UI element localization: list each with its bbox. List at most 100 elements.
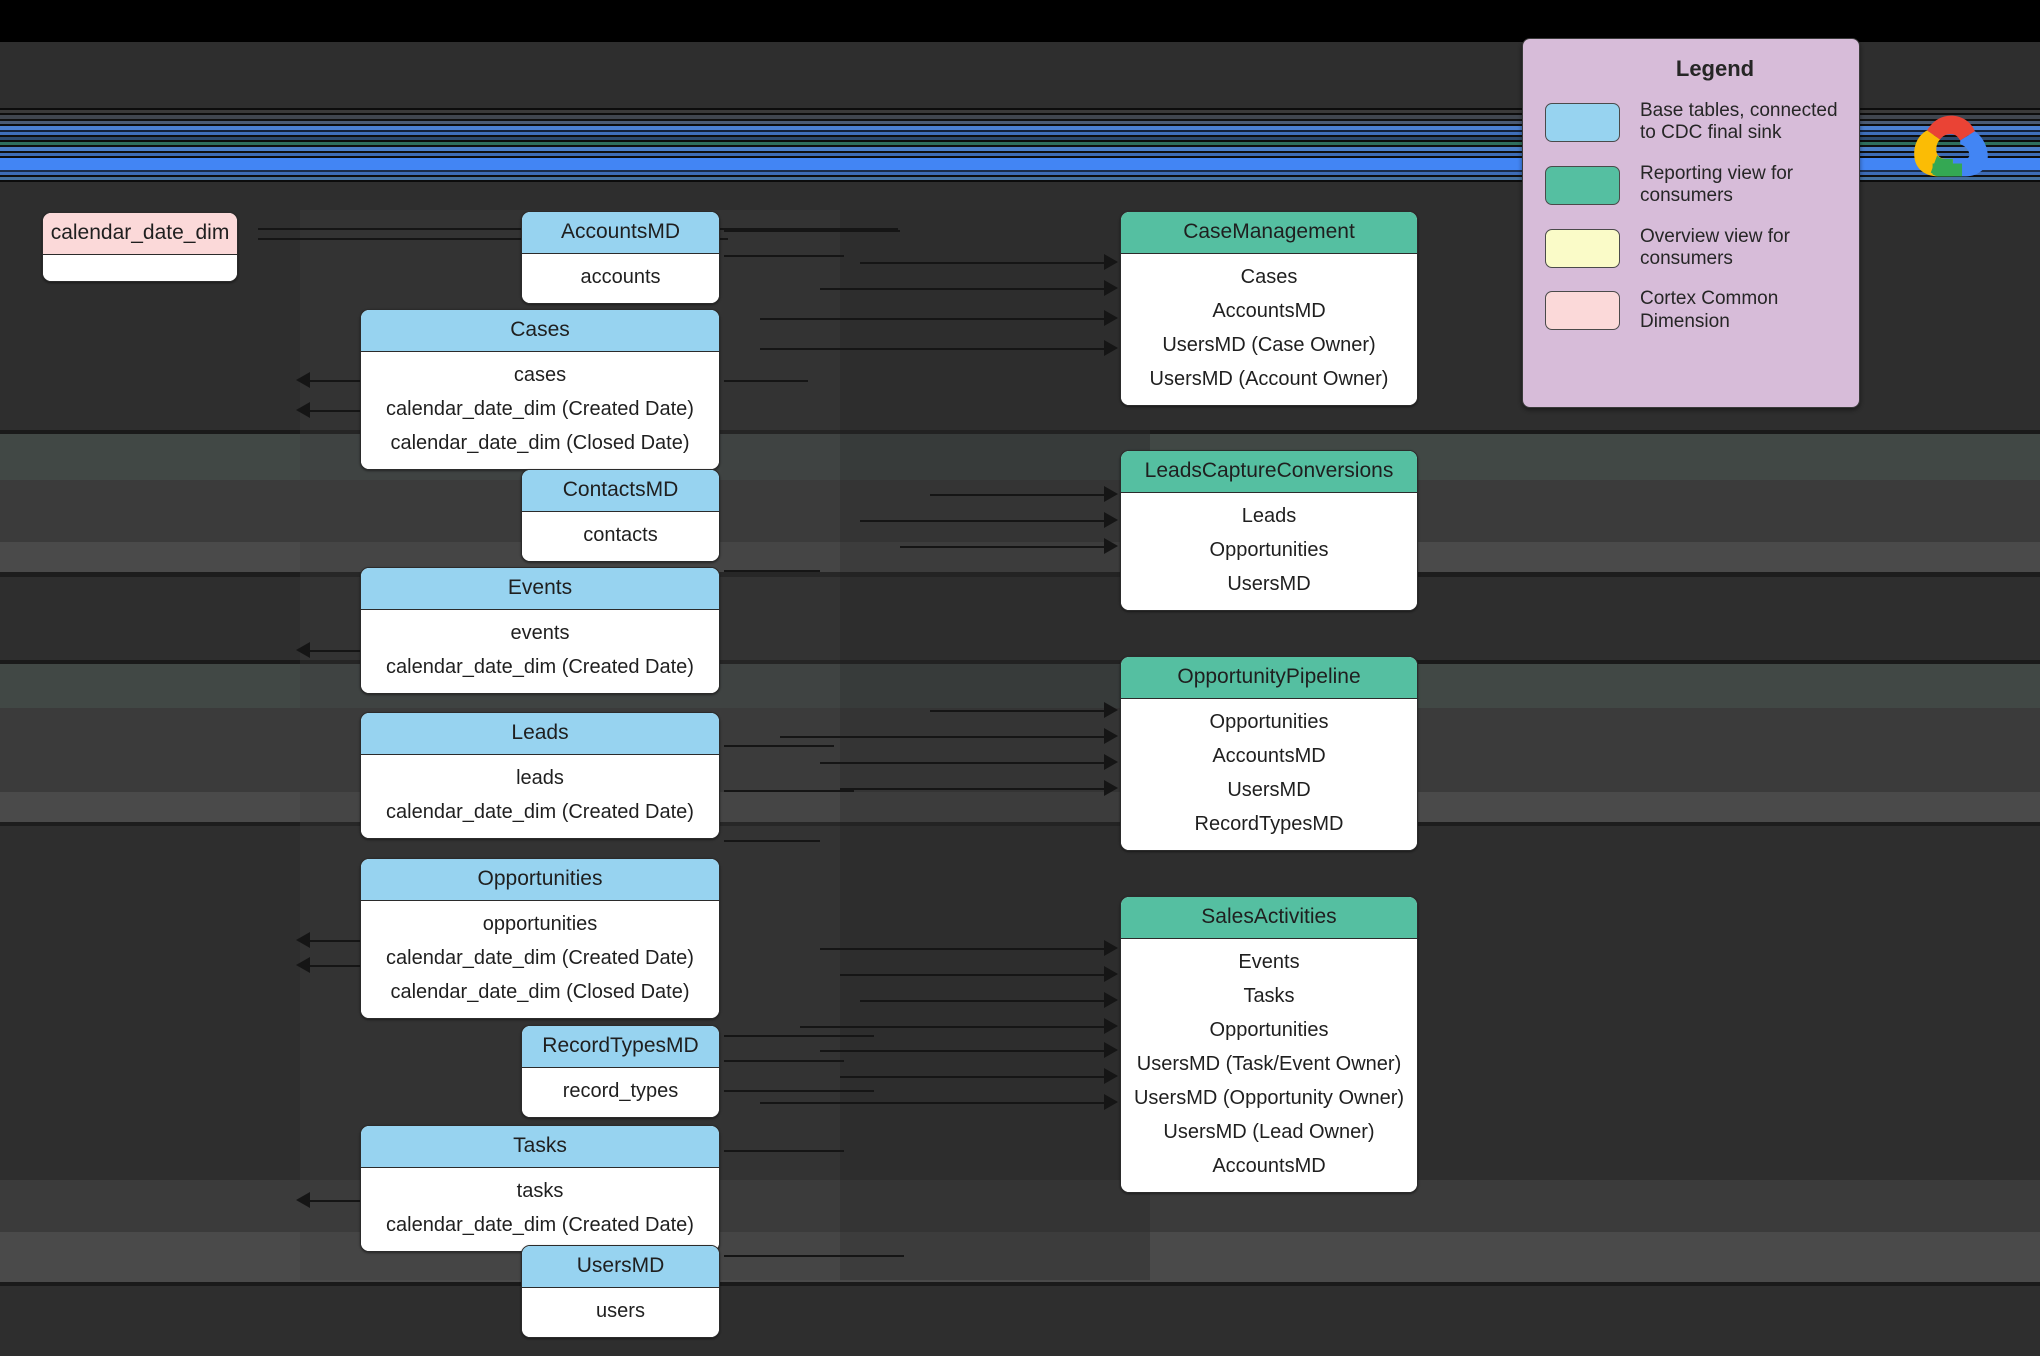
entity-row: calendar_date_dim (Created Date) (386, 801, 694, 824)
glitch-column (840, 210, 1150, 1280)
legend-item-dimension: Cortex Common Dimension (1523, 288, 1859, 333)
connector-arrowhead (1104, 728, 1118, 744)
connector-arrowhead (1104, 340, 1118, 356)
entity-title-AccountsMD: AccountsMD (522, 212, 719, 255)
legend-label-reporting: Reporting view for consumers (1640, 162, 1794, 207)
connector-line (820, 288, 1108, 290)
scanline (0, 124, 2040, 126)
scanline (0, 142, 2040, 145)
scanline (0, 147, 2040, 151)
entity-row: Leads (1241, 505, 1297, 528)
scanline (0, 175, 2040, 177)
entity-body-AccountsMD: accounts (522, 254, 719, 304)
entity-title-Events: Events (361, 568, 719, 611)
connector-arrowhead (296, 402, 310, 418)
connector-line (724, 1255, 904, 1257)
entity-row: UsersMD (1227, 779, 1311, 802)
scanline (0, 113, 2040, 115)
entity-title-Opportunities: Opportunities (361, 859, 719, 902)
connector-arrowhead (1104, 486, 1118, 502)
scanline (0, 119, 2040, 121)
scanline (0, 135, 2040, 137)
top-black-bar (0, 0, 2040, 42)
entity-row: UsersMD (Opportunity Owner) (1133, 1087, 1405, 1110)
connector-line (724, 745, 834, 747)
entity-row: Cases (1240, 266, 1298, 289)
entity-title-Tasks: Tasks (361, 1126, 719, 1169)
entity-row: cases (513, 364, 567, 387)
legend-swatch-dimension (1545, 291, 1620, 331)
entity-Events[interactable]: Events events calendar_date_dim (Created D… (360, 567, 720, 695)
glitch-band (0, 792, 2040, 822)
entity-row: UsersMD (Task/Event Owner) (1136, 1053, 1402, 1076)
connector-line (900, 546, 1108, 548)
entity-row: opportunities (482, 913, 598, 936)
connector-line (724, 230, 900, 232)
connector-arrowhead (1104, 754, 1118, 770)
connector-line (800, 1026, 1108, 1028)
connector-arrowhead (1104, 992, 1118, 1008)
connector-line (760, 1102, 1108, 1104)
scanline (0, 177, 2040, 180)
entity-title-calendar_date_dim: calendar_date_dim (43, 213, 237, 256)
scanline (0, 137, 2040, 140)
connector-arrowhead (1104, 966, 1118, 982)
entity-body-calendar_date_dim (43, 255, 237, 282)
entity-title-UsersMD: UsersMD (522, 1246, 719, 1289)
connector-line (860, 520, 1108, 522)
entity-title-SalesActivities: SalesActivities (1121, 897, 1417, 940)
scanline-glitch-band (0, 108, 2040, 182)
glitch-band (0, 480, 2040, 542)
connector-line (724, 255, 844, 257)
scanline (0, 121, 2040, 124)
entity-row: RecordTypesMD (1194, 813, 1344, 836)
legend-swatch-reporting (1545, 165, 1620, 205)
entity-body-RecordTypesMD: record_types (522, 1068, 719, 1118)
entity-calendar_date_dim[interactable]: calendar_date_dim (42, 212, 238, 283)
entity-row: calendar_date_dim (Created Date) (386, 656, 694, 679)
entity-row: events (510, 622, 570, 645)
entity-body-Events: events calendar_date_dim (Created Date) (361, 610, 719, 694)
entity-row: calendar_date_dim (Closed Date) (390, 432, 690, 455)
connector-line (820, 1050, 1108, 1052)
glitch-band (0, 660, 2040, 664)
entity-row: Opportunities (1209, 711, 1329, 734)
glitch-band (0, 1232, 2040, 1282)
connector-line (724, 1150, 844, 1152)
connector-arrowhead (296, 1192, 310, 1208)
connector-line (724, 1090, 874, 1092)
connector-arrowhead (1104, 280, 1118, 296)
legend-item-base: Base tables, connected to CDC final sink (1523, 100, 1859, 145)
connector-arrowhead (1104, 1094, 1118, 1110)
scanline (0, 180, 2040, 182)
connector-line (840, 788, 1108, 790)
entity-title-CaseManagement: CaseManagement (1121, 212, 1417, 255)
scanline (0, 115, 2040, 119)
legend-rows: Base tables, connected to CDC final sink… (1523, 100, 1859, 333)
glitch-band (0, 1180, 2040, 1232)
scanline (0, 172, 2040, 175)
scanline (0, 130, 2040, 132)
entity-row: AccountsMD (1212, 300, 1326, 323)
connector-arrowhead (296, 932, 310, 948)
connector-line (840, 974, 1108, 976)
entity-title-RecordTypesMD: RecordTypesMD (522, 1026, 719, 1069)
connector-line (760, 348, 1108, 350)
